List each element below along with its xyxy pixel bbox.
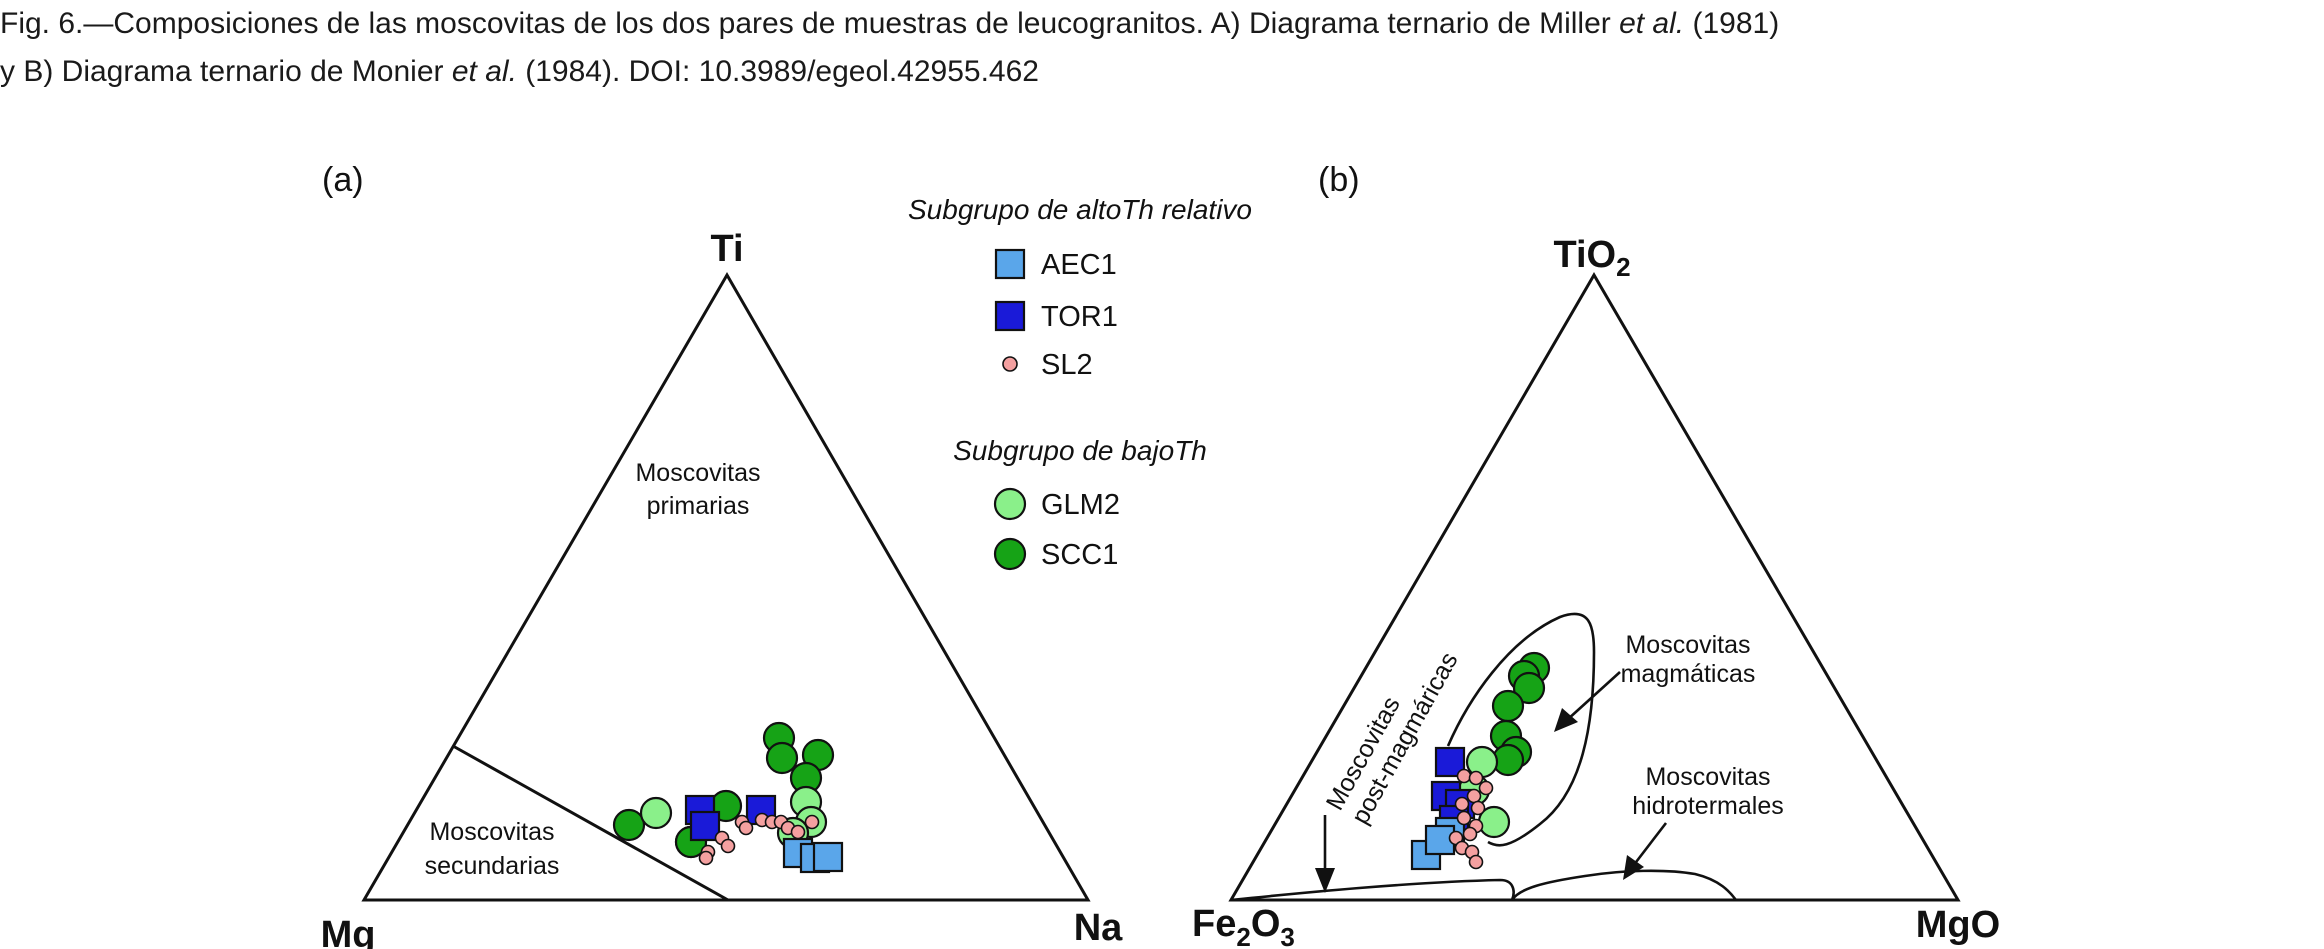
apex-fe2o3-sub-3: 3	[1280, 922, 1294, 949]
field-magmatic-label-1: Moscovitas	[1625, 631, 1750, 659]
data-point-sl2	[1462, 826, 1478, 842]
apex-tio2-sub: 2	[1616, 252, 1630, 282]
data-point-scc1	[612, 808, 646, 842]
legend-marker-glm2	[993, 487, 1027, 521]
legend-label-glm2: GLM2	[1041, 489, 1120, 521]
data-point-sl2	[698, 850, 714, 866]
caption-line-2: y B) Diagrama ternario de Monier et al. …	[0, 48, 2324, 96]
arrow-magmatic	[1554, 671, 1621, 732]
data-point-sl2	[738, 820, 754, 836]
data-point-sl2	[1456, 810, 1472, 826]
panel-b: (b) TiO2 Fe2O3 MgO Moscovitas magmáticas…	[1192, 161, 2000, 949]
data-point-sl2	[790, 824, 806, 840]
apex-na-label: Na	[1074, 907, 1123, 949]
legend-heading-low-th: Subgrupo de bajoTh	[953, 435, 1207, 466]
caption-line-1-start: Fig. 6.—Composiciones de las moscovitas …	[0, 7, 1620, 40]
data-point-sl2	[720, 838, 736, 854]
data-point-aec1	[1424, 824, 1456, 856]
points-tor1-a	[684, 794, 777, 842]
legend: Subgrupo de altoTh relativo AEC1 TOR1 SL…	[908, 194, 1252, 571]
field-secondary-label-1: Moscovitas	[429, 818, 554, 846]
field-hydrothermal-label-1: Moscovitas	[1645, 763, 1770, 791]
panel-a-tag: (a)	[322, 161, 364, 199]
data-point-scc1	[1512, 671, 1546, 705]
caption-line-2-start: y B) Diagrama ternario de Monier	[0, 55, 452, 88]
data-point-sl2	[1456, 768, 1472, 784]
apex-fe2o3-o: O	[1251, 903, 1281, 945]
field-magmatic-label-2: magmáticas	[1621, 660, 1756, 688]
legend-marker-tor1	[994, 300, 1026, 332]
apex-mg-label: Mg	[321, 914, 376, 949]
secondary-boundary-line	[452, 744, 729, 902]
panel-b-tag: (b)	[1318, 161, 1360, 199]
points-scc1-a	[612, 721, 835, 859]
data-point-sl2	[1454, 796, 1470, 812]
data-point-tor1	[689, 810, 721, 842]
legend-marker-sl2	[1002, 356, 1018, 372]
points-scc1-b	[1489, 651, 1551, 777]
data-point-sl2	[1470, 800, 1486, 816]
magmatic-field-outline	[1446, 612, 1596, 847]
field-primary-label-1: Moscovitas	[635, 459, 760, 487]
data-point-sl2	[804, 814, 820, 830]
legend-label-tor1: TOR1	[1041, 301, 1118, 333]
caption-etal-2: et al.	[451, 55, 517, 88]
caption-line-2-end: (1984). DOI: 10.3989/egeol.42955.462	[516, 55, 1039, 88]
legend-label-aec1: AEC1	[1041, 249, 1117, 281]
data-point-sl2	[1466, 788, 1482, 804]
figure-caption: Fig. 6.—Composiciones de las moscovitas …	[0, 0, 2324, 96]
arrow-post-magmatic	[1315, 815, 1335, 893]
points-aec1-a	[782, 837, 844, 874]
field-hydrothermal-label-2: hidrotermales	[1632, 792, 1783, 820]
panel-a: (a) Ti Mg Na Moscovitas primarias Moscov…	[321, 161, 1124, 949]
apex-mgo-label: MgO	[1916, 904, 2000, 946]
data-point-scc1	[1491, 689, 1525, 723]
legend-marker-scc1	[993, 537, 1027, 571]
apex-fe2o3-fe: Fe	[1192, 903, 1236, 945]
data-point-scc1	[765, 741, 799, 775]
legend-marker-aec1	[994, 248, 1026, 280]
apex-ti-label: Ti	[710, 228, 743, 270]
points-sl2-b	[1448, 768, 1494, 870]
apex-fe2o3-label: Fe2O3	[1192, 903, 1295, 949]
field-secondary-label-2: secundarias	[425, 852, 560, 880]
ternary-triangle-b	[1228, 272, 1961, 902]
data-point-sl2	[1468, 854, 1484, 870]
field-primary-label-2: primarias	[647, 492, 750, 520]
legend-heading-high-th: Subgrupo de altoTh relativo	[908, 194, 1252, 225]
apex-fe2o3-sub-2: 2	[1236, 922, 1250, 949]
apex-tio2-label: TiO2	[1553, 234, 1630, 282]
caption-line-1: Fig. 6.—Composiciones de las moscovitas …	[0, 0, 2324, 48]
legend-label-scc1: SCC1	[1041, 539, 1118, 571]
data-point-sl2	[1468, 770, 1484, 786]
data-point-sl2	[1478, 780, 1494, 796]
arrow-hydrothermal	[1623, 822, 1668, 880]
data-point-glm2	[639, 796, 673, 830]
legend-label-sl2: SL2	[1041, 349, 1093, 381]
apex-tio2-main: TiO	[1553, 234, 1616, 276]
data-point-aec1	[812, 841, 844, 873]
caption-line-1-end: (1981)	[1684, 7, 1780, 40]
lower-boundary-curve	[1230, 869, 1738, 902]
caption-etal-1: et al.	[1619, 7, 1685, 40]
points-sl2-a	[698, 812, 820, 866]
